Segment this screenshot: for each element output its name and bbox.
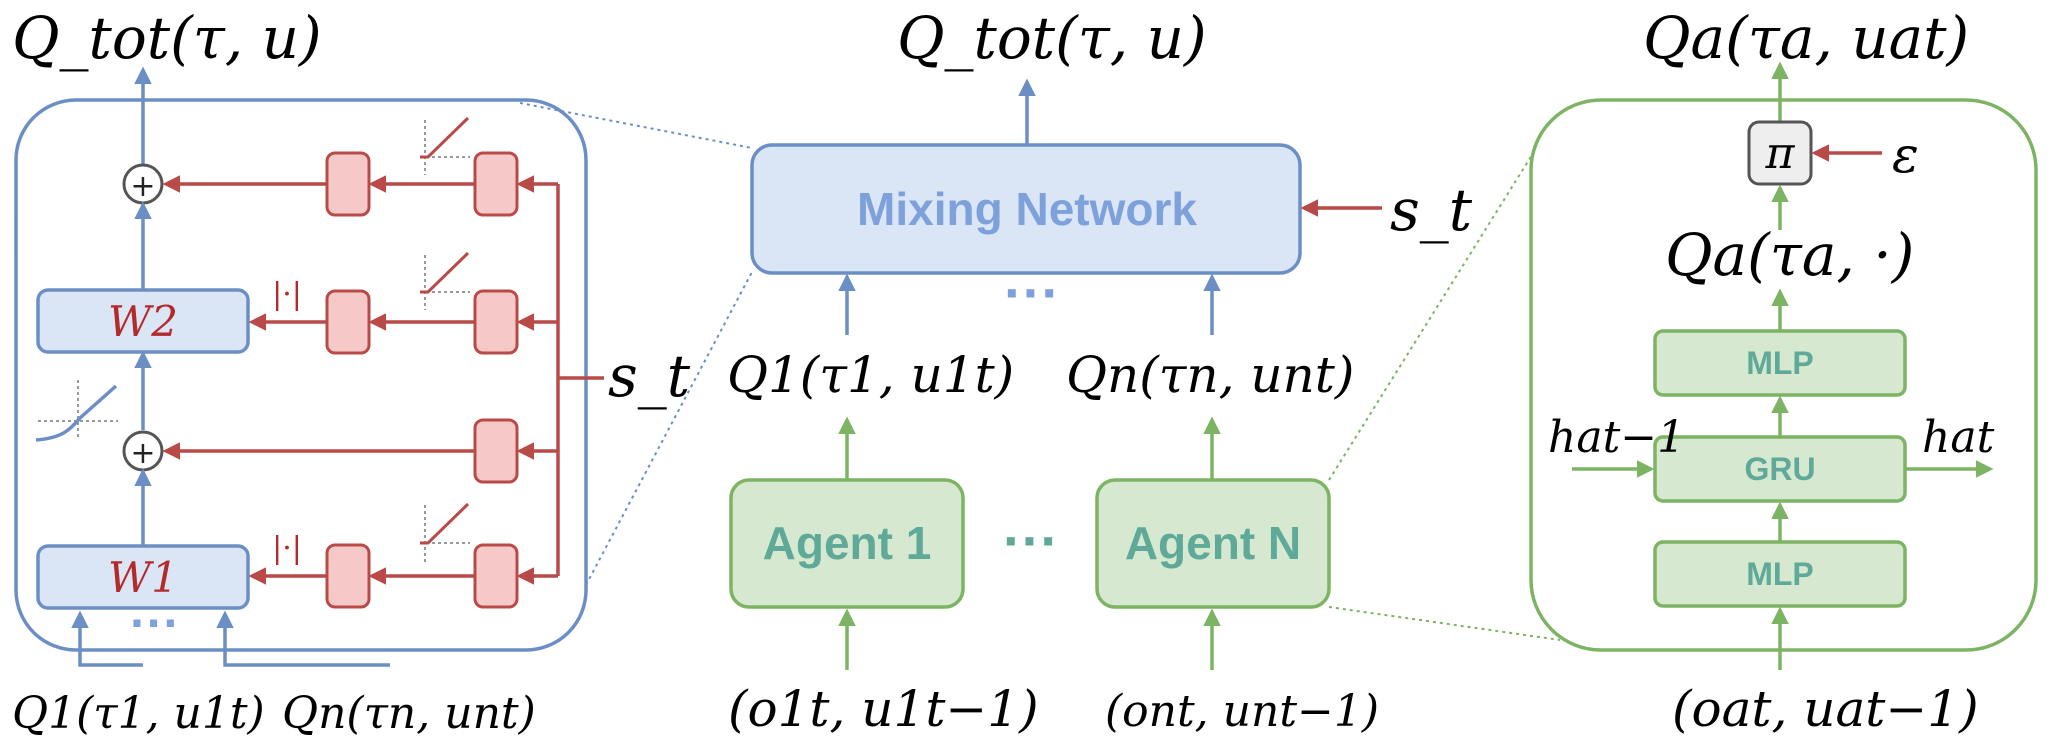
left-qtot-label: Q_tot(τ, u) <box>12 4 322 72</box>
right-qa-output-label: Qa(τa, uat) <box>1643 4 1969 72</box>
abs-label-r2: |·| <box>272 277 302 312</box>
obs1-label: (o1t, u1t−1) <box>728 680 1039 738</box>
agent-n-label: Agent N <box>1125 517 1301 569</box>
h-out-label: hat <box>1922 412 1995 463</box>
plus-node-top-symbol: + <box>130 169 155 204</box>
plus-node-mid-symbol: + <box>130 436 155 471</box>
agent-n-box <box>1095 478 1331 609</box>
gru-label: GRU <box>1744 451 1815 487</box>
center-qtot-label: Q_tot(τ, u) <box>897 4 1207 72</box>
left-panel: Q_tot(τ, u) + W2 + W1 ··· Q1(τ1, u1t) <box>12 4 691 739</box>
epsilon-label: ε <box>1892 126 1919 184</box>
q1-label: Q1(τ1, u1t) <box>727 346 1014 404</box>
right-obs-label: (oat, uat−1) <box>1672 680 1979 738</box>
mlp-bottom-label: MLP <box>1746 556 1814 592</box>
zoom-line-left-top <box>519 102 753 149</box>
abs-label-r4: |·| <box>272 531 302 566</box>
mlp-top-box <box>1653 329 1907 397</box>
qn-label: Qn(τn, unt) <box>1066 346 1354 404</box>
left-input-n-label: Qn(τn, unt) <box>282 688 536 739</box>
hyper-box-r1-right <box>473 151 519 217</box>
zoom-line-right-bottom <box>1328 606 1561 641</box>
pi-label: π <box>1765 128 1796 179</box>
qa-label: Qa(τa, ·) <box>1665 221 1914 289</box>
agent-1-label: Agent 1 <box>763 517 932 569</box>
relu-icon-r1 <box>420 116 470 175</box>
hyper-box-r2-right <box>473 289 519 355</box>
zoom-line-left-bottom <box>585 271 753 586</box>
left-panel-frame <box>14 98 588 652</box>
center-ellipsis-top: ··· <box>1004 261 1060 324</box>
obsn-label: (ont, unt−1) <box>1105 686 1379 737</box>
hyper-box-r1-left <box>325 151 371 217</box>
mixing-network-label: Mixing Network <box>857 183 1197 235</box>
w1-label: W1 <box>108 553 178 602</box>
mlp-bottom-box <box>1653 540 1907 608</box>
hyper-box-r4-left <box>325 543 371 609</box>
w2-label: W2 <box>108 297 178 346</box>
center-panel: Q_tot(τ, u) Mixing Network s_t ··· Q1(τ1… <box>727 4 1473 738</box>
right-panel-frame <box>1529 98 2038 652</box>
pi-box <box>1747 120 1813 186</box>
input-1-arrow <box>71 610 143 667</box>
w1-box <box>36 544 250 610</box>
left-state-label: s_t <box>608 342 691 410</box>
center-state-label: s_t <box>1390 176 1473 244</box>
agent-1-box <box>729 478 965 609</box>
hyper-box-r2-left <box>325 289 371 355</box>
mlp-top-label: MLP <box>1746 345 1814 381</box>
hyper-box-r4-right <box>473 543 519 609</box>
left-input-1-label: Q1(τ1, u1t) <box>12 688 265 739</box>
relu-icon-r4 <box>420 502 470 565</box>
right-panel: Qa(τa, uat) π ε Qa(τa, ·) MLP GRU hat−1 … <box>1529 4 2038 738</box>
hyper-box-r3 <box>473 418 519 484</box>
h-in-label: hat−1 <box>1548 412 1685 463</box>
elu-activation-icon <box>35 380 118 442</box>
center-ellipsis-agents: ··· <box>1003 509 1059 572</box>
input-n-arrow <box>216 610 390 667</box>
relu-icon-r2 <box>420 251 470 310</box>
mixing-network-box <box>750 143 1302 275</box>
left-input-ellipsis: ··· <box>130 595 180 651</box>
zoom-line-right-top <box>1328 154 1533 481</box>
